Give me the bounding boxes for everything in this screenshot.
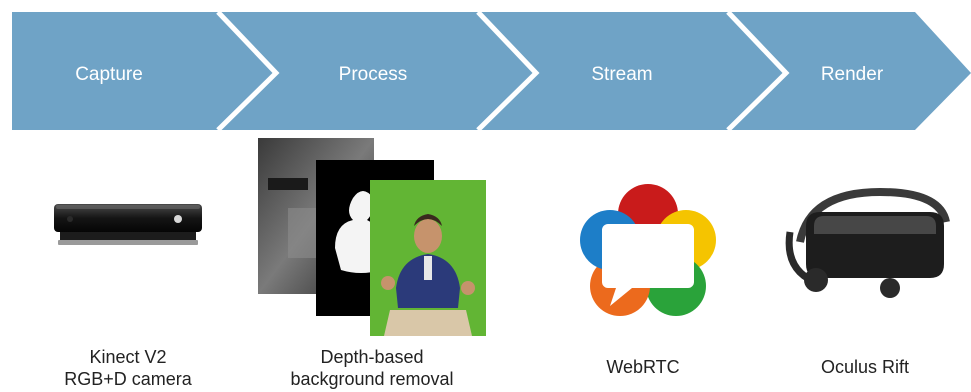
stage-chevron-stream — [478, 12, 786, 130]
stage-label-process: Process — [338, 64, 408, 85]
kinect-caption-line1: Kinect V2 — [89, 347, 167, 367]
webrtc-logo-icon — [580, 184, 716, 316]
stage-chevron-capture — [12, 12, 276, 130]
stage-chevron-process — [218, 12, 536, 130]
stage-label-capture: Capture — [75, 64, 143, 85]
kinect-caption: Kinect V2 RGB+D camera — [8, 346, 248, 390]
webrtc-caption-line1: WebRTC — [606, 357, 680, 377]
kinect-caption-line2: RGB+D camera — [64, 369, 192, 389]
oculus-rift-headset-icon — [785, 187, 950, 298]
webrtc-caption: WebRTC — [523, 356, 763, 378]
kinect-camera-icon — [54, 204, 202, 245]
depth-removal-image-stack — [258, 138, 486, 336]
stage-chevron-render — [728, 12, 971, 130]
process-caption: Depth-based background removal — [252, 346, 492, 390]
process-caption-line2: background removal — [290, 369, 454, 389]
process-caption-line1: Depth-based — [320, 347, 424, 367]
rift-caption-line1: Oculus Rift — [820, 357, 910, 377]
pipeline-bar — [12, 10, 971, 132]
rift-caption: Oculus Rift — [745, 356, 971, 378]
stage-label-render: Render — [820, 64, 884, 85]
stage-label-stream: Stream — [591, 64, 653, 85]
